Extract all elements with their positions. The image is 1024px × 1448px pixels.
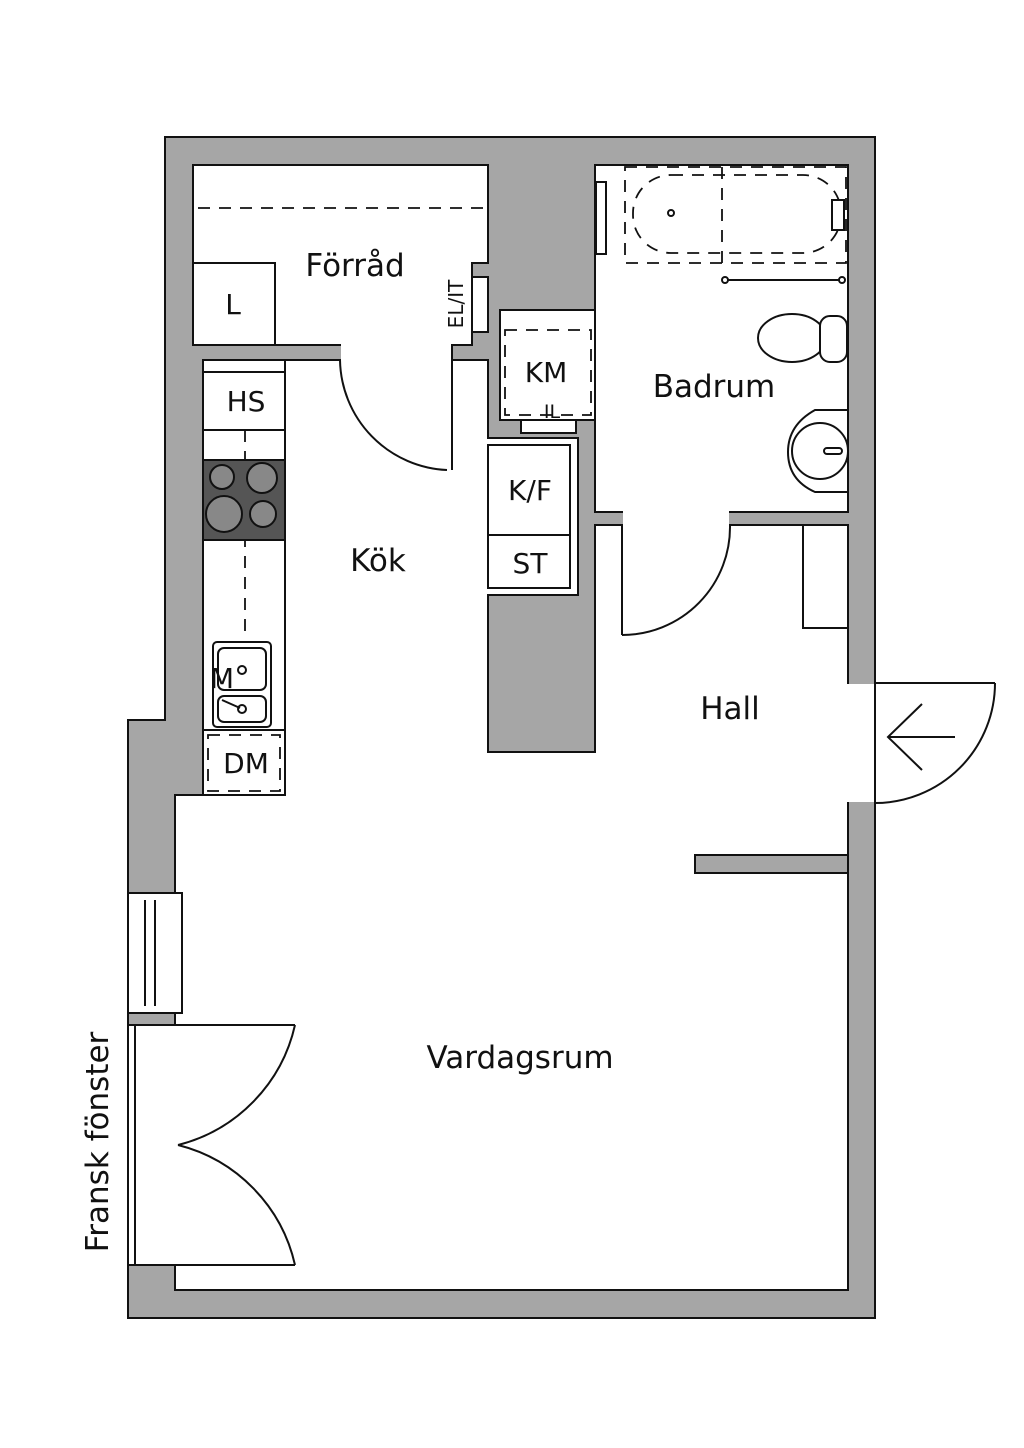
glass-panel [595, 181, 607, 255]
label-french-window: Fransk fönster [80, 1031, 116, 1252]
washer-base [520, 419, 577, 434]
stove-icon [202, 459, 286, 541]
label-dryer: IL [544, 401, 561, 423]
doorway-bathroom [623, 510, 729, 527]
entrance-arrow-icon [886, 703, 955, 771]
bathtub-area [624, 166, 847, 264]
label-washer: KM [525, 356, 568, 389]
partition-wall [694, 854, 849, 874]
entrance-door[interactable] [874, 682, 996, 804]
doorway-storage [341, 343, 451, 362]
tall-cabinet [202, 371, 286, 431]
label-wardrobe: ST [513, 547, 549, 580]
label-kitchen: Kök [350, 543, 406, 579]
label-tall-cabinet: HS [227, 385, 266, 418]
faucet-icon [831, 199, 845, 231]
doorway-entrance [846, 684, 876, 802]
window [127, 892, 183, 1014]
dishwasher [202, 729, 286, 796]
label-dishwasher: DM [223, 747, 269, 780]
hall-cabinet [802, 524, 849, 629]
towel-bar-end [721, 276, 729, 284]
label-living: Vardagsrum [426, 1040, 613, 1076]
label-microwave: M [210, 662, 234, 695]
bathroom-door-swing [621, 524, 732, 636]
drain-icon [667, 209, 675, 217]
french-window-opening [129, 1025, 177, 1265]
label-fridge: K/F [508, 474, 552, 507]
label-hall: Hall [700, 691, 760, 727]
washer-dashed [504, 329, 592, 416]
washer-unit [499, 309, 596, 421]
electrical-panel [471, 276, 489, 333]
towel-bar-end [838, 276, 846, 284]
wardrobe [487, 534, 571, 589]
label-storage: Förråd [305, 248, 404, 284]
linen-cabinet [192, 262, 276, 346]
label-linen: L [225, 288, 241, 321]
bathroom-sink-icon [786, 409, 849, 493]
storage-door-swing [339, 359, 448, 471]
kitchen-sink-icon [212, 641, 272, 728]
french-window-doors[interactable] [128, 1024, 296, 1266]
label-electrical: EL/IT [444, 279, 468, 328]
label-bathroom: Badrum [653, 369, 776, 405]
toilet-icon [757, 313, 848, 363]
